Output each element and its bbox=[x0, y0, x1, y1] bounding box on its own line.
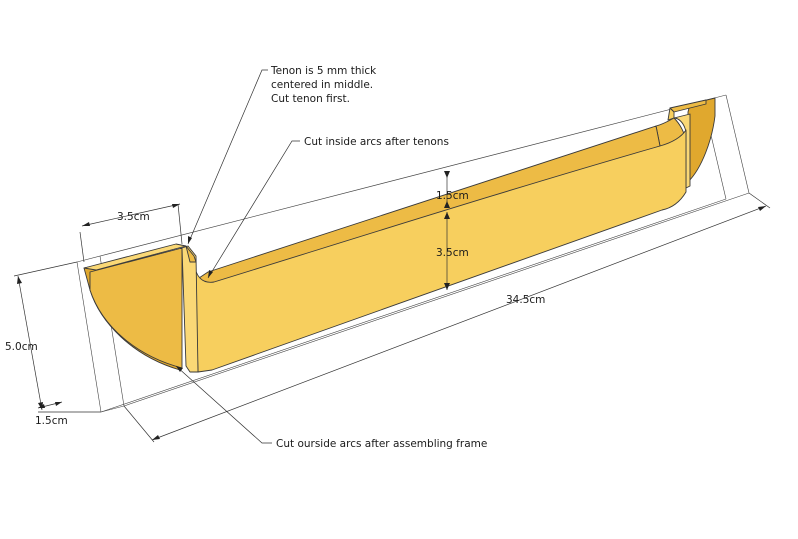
length-ext-right bbox=[748, 192, 771, 209]
tenon-note-leader bbox=[187, 69, 268, 245]
dimension-lines bbox=[13, 171, 771, 443]
bbox-right-back-edge bbox=[725, 94, 750, 194]
bbox-left-front-edge bbox=[76, 261, 102, 413]
top-thickness-label: 1.5cm bbox=[436, 190, 469, 202]
height-arrow-top bbox=[17, 276, 22, 284]
tenon-note-line1: Tenon is 5 mm thick bbox=[270, 65, 377, 77]
tenon-ext-left bbox=[79, 231, 85, 263]
outside-arcs-leader-arrow bbox=[176, 366, 183, 372]
rail-left-end bbox=[83, 243, 199, 373]
outside-arcs-note: Cut ourside arcs after assembling frame bbox=[276, 438, 487, 450]
rail-front-face bbox=[193, 129, 687, 373]
tenon-arrow-right bbox=[172, 204, 180, 208]
left-shoulder-face bbox=[181, 245, 199, 373]
total-length-line bbox=[151, 205, 767, 441]
length-arrow-left bbox=[152, 435, 160, 440]
inner-height-arrow-top bbox=[444, 212, 450, 219]
tenon-note-line2: centered in middle. bbox=[271, 79, 373, 91]
length-ext-left bbox=[123, 405, 155, 443]
total-height-label: 5.0cm bbox=[5, 341, 38, 353]
depth-label: 1.5cm bbox=[35, 415, 68, 427]
labels: Tenon is 5 mm thick centered in middle. … bbox=[5, 65, 545, 450]
top-thickness-arrow-top bbox=[444, 171, 450, 178]
top-thickness-arrow-bottom bbox=[444, 201, 450, 208]
right-outer-arc-face bbox=[687, 97, 716, 183]
total-height-line bbox=[17, 275, 43, 411]
inside-arcs-note: Cut inside arcs after tenons bbox=[304, 136, 449, 148]
tenon-arrow-left bbox=[82, 222, 90, 226]
depth-arrow-left bbox=[38, 404, 45, 408]
inner-height-label: 3.5cm bbox=[436, 247, 469, 259]
tenon-ext-right bbox=[177, 203, 183, 245]
depth-arrow-right bbox=[55, 402, 62, 406]
length-arrow-right bbox=[758, 206, 766, 211]
tenon-length-line bbox=[81, 203, 181, 227]
tenon-leader-arrow bbox=[188, 236, 192, 244]
bbox-back-bottom-edge bbox=[123, 192, 750, 407]
tenon-note-line3: Cut tenon first. bbox=[271, 93, 350, 105]
inner-height-arrow-bottom bbox=[444, 283, 450, 290]
total-length-label: 34.5cm bbox=[506, 294, 545, 306]
height-ext-top bbox=[13, 261, 78, 277]
tenon-length-label: 3.5cm bbox=[117, 211, 150, 223]
left-shoulder-top bbox=[185, 245, 197, 263]
bbox-front-bottom-edge bbox=[100, 198, 727, 413]
outside-arcs-leader bbox=[175, 365, 272, 444]
inside-arcs-leader-arrow bbox=[208, 270, 213, 278]
inside-arcs-leader bbox=[207, 140, 300, 279]
leader-lines bbox=[175, 69, 300, 444]
